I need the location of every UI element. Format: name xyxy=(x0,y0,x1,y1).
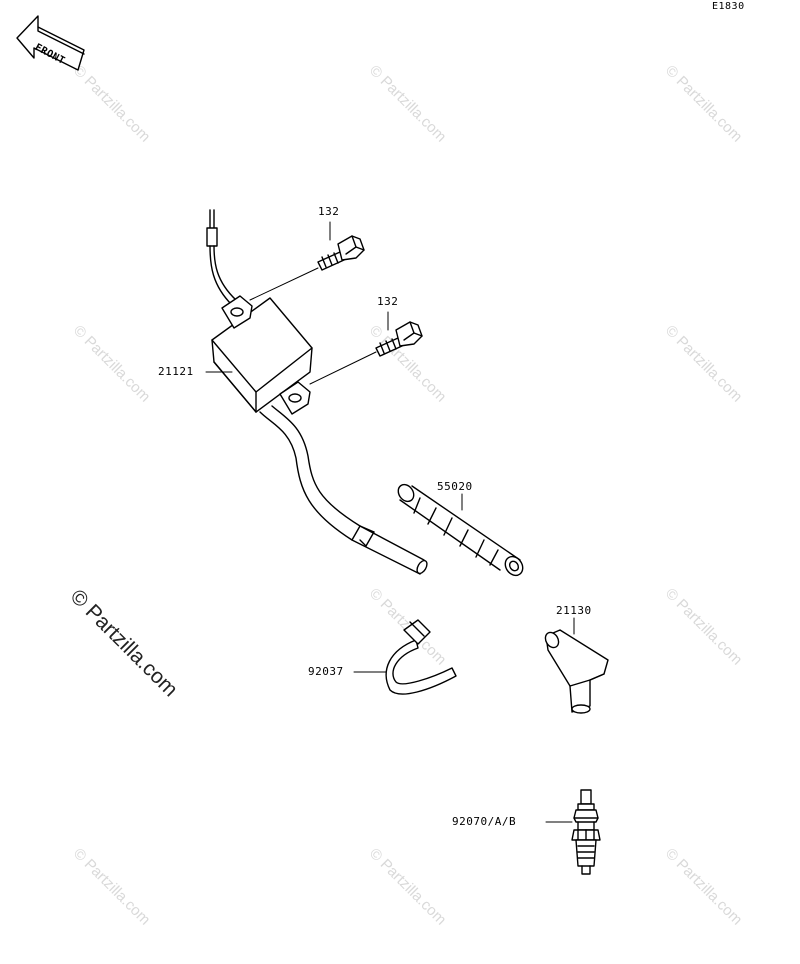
clamp xyxy=(385,619,457,695)
diagram-code: E1830 xyxy=(712,1,745,12)
callout-tube: 55020 xyxy=(437,480,473,493)
callout-clamp: 92037 xyxy=(308,665,344,678)
callout-ignition-coil: 21121 xyxy=(158,365,194,378)
callout-plug-cap: 21130 xyxy=(556,604,592,617)
callout-bolt-upper: 132 xyxy=(318,205,340,218)
bolt-upper xyxy=(317,235,365,271)
tube xyxy=(397,483,524,577)
callout-bolt-lower: 132 xyxy=(377,295,399,308)
spark-plug xyxy=(571,789,601,875)
leader-lines xyxy=(205,221,575,823)
callout-spark-plug: 92070/A/B xyxy=(452,815,517,828)
ignition-coil xyxy=(206,209,428,575)
front-arrow-icon xyxy=(16,15,85,71)
bolt-lower xyxy=(375,321,423,357)
plug-cap xyxy=(544,629,609,714)
